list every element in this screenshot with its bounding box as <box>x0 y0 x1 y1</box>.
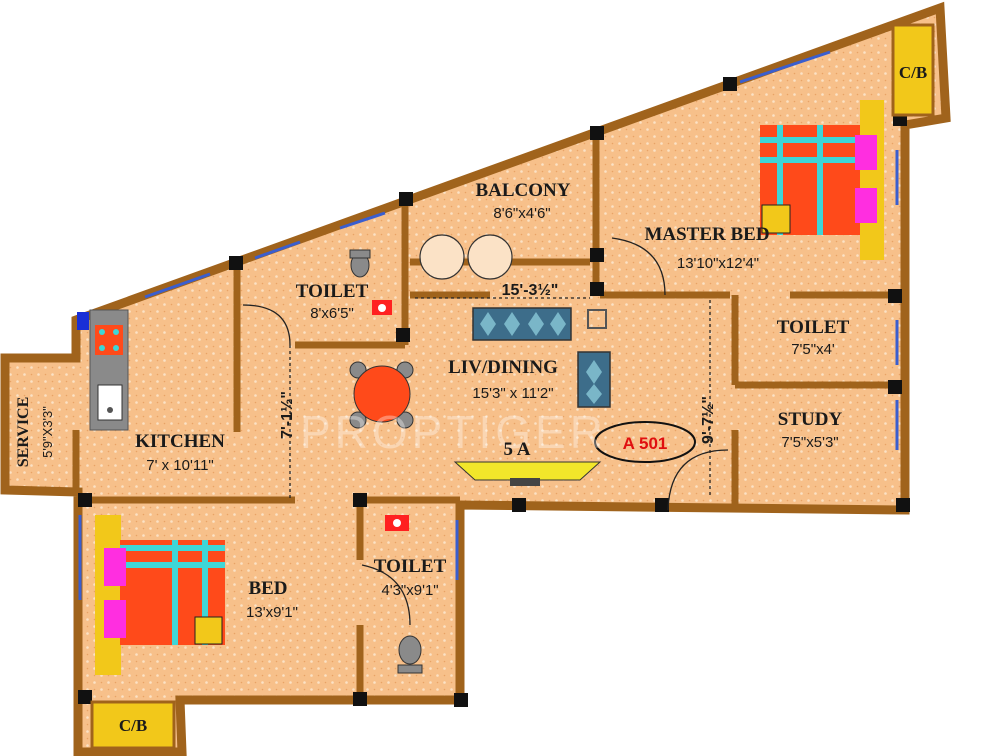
room-size-balcony: 8'6"x4'6" <box>493 205 550 222</box>
room-size-toilet-right: 7'5"x4' <box>791 341 835 358</box>
doors <box>242 237 729 626</box>
room-name-bed: BED <box>248 578 287 599</box>
watermark: PROPTIGER <box>300 406 607 458</box>
tv-unit <box>453 461 602 486</box>
unit-badge-text: A 501 <box>623 434 668 453</box>
interior-walls <box>5 130 900 700</box>
master-bed <box>760 100 884 260</box>
room-name-master-bed: MASTER BED <box>644 224 769 245</box>
room-name-toilet-top: TOILET <box>296 281 369 302</box>
kitchen-counter <box>77 309 129 431</box>
room-size-bed: 13'x9'1" <box>246 604 298 621</box>
dimension-mark-study: 9'-7½" <box>700 396 717 444</box>
room-size-study: 7'5"x5'3" <box>781 434 838 451</box>
room-size-toilet-top: 8'x6'5" <box>310 305 354 322</box>
room-name-balcony: BALCONY <box>475 180 570 201</box>
cb-label-bottom: C/B <box>119 716 147 735</box>
balcony-planters <box>419 234 513 280</box>
room-name-kitchen: KITCHEN <box>135 431 225 452</box>
sofa-set <box>472 307 611 408</box>
room-size-liv-dining: 15'3" x 11'2" <box>472 385 553 402</box>
room-size-toilet-bottom: 4'3"x9'1" <box>381 582 438 599</box>
room-name-service: SERVICE <box>15 397 32 468</box>
windows <box>78 50 899 600</box>
room-size-master-bed: 13'10"x12'4" <box>677 255 759 272</box>
unit-label: 5 A <box>504 439 531 460</box>
room-name-liv-dining: LIV/DINING <box>448 357 558 378</box>
room-size-kitchen: 7' x 10'11" <box>146 457 214 474</box>
room-name-toilet-bottom: TOILET <box>374 556 447 577</box>
cb-box-bottom <box>90 700 176 750</box>
room-size-service: 5'9"X3'3" <box>40 406 55 458</box>
dining-table <box>349 361 414 429</box>
unit-badge: A 501 <box>594 421 696 463</box>
dimension-mark-passage: 7'-1½" <box>279 391 296 439</box>
dimension-mark-living: 15'-3½" <box>502 282 559 299</box>
room-name-toilet-right: TOILET <box>777 317 850 338</box>
bed <box>95 515 225 675</box>
outer-walls <box>0 1 951 756</box>
toilet-bottom-fixtures <box>385 515 423 674</box>
room-name-study: STUDY <box>778 409 843 430</box>
cb-label-top: C/B <box>899 63 927 82</box>
toilet-top-fixtures <box>349 249 392 315</box>
room-labels: BALCONY 8'6"x4'6" MASTER BED 13'10"x12'4… <box>15 63 927 735</box>
wall-pillars <box>78 77 910 707</box>
cb-box-top <box>891 23 935 117</box>
